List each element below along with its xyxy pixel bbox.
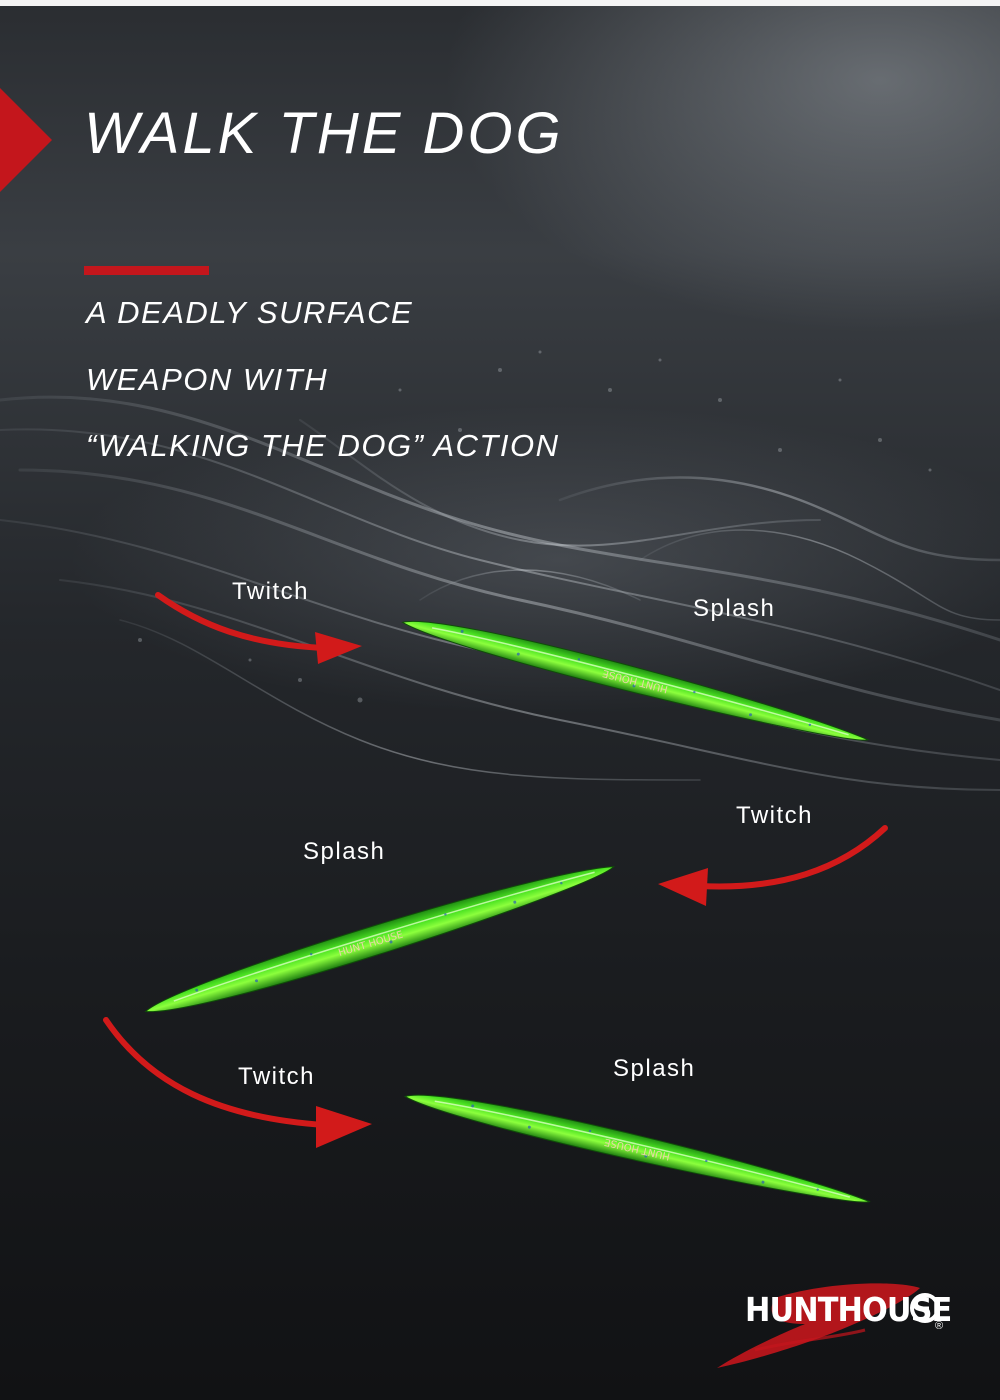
soft-lure: HUNT HOUSE (144, 866, 616, 1013)
twitch-label: Twitch (736, 802, 814, 829)
subtitle-line-3: “WALKING THE DOG” ACTION (86, 428, 560, 463)
splash-label: Splash (693, 595, 776, 622)
brush-stroke-icon (717, 1283, 940, 1368)
curved-arrow-icon (103, 1017, 372, 1148)
splash-label: Splash (303, 838, 386, 865)
twitch-label: Twitch (232, 578, 310, 605)
page-title: WALK THE DOG (84, 101, 564, 166)
twitch-label: Twitch (238, 1063, 316, 1090)
triangle-marker-icon (0, 88, 52, 192)
top-border (0, 0, 1000, 6)
soft-lure: HUNT HOUSE (401, 620, 870, 741)
registered-mark: ® (935, 1320, 944, 1332)
brand-name: HUNTHOUSE (745, 1290, 952, 1329)
brand-logo: HUNTHOUSE ® (715, 1280, 955, 1370)
splash-label: Splash (613, 1055, 696, 1082)
subtitle-line-2: WEAPON WITH (86, 362, 329, 397)
subtitle-line-1: A DEADLY SURFACE (86, 295, 414, 330)
soft-lure: HUNT HOUSE (403, 1094, 871, 1203)
title-divider (84, 266, 209, 275)
curved-arrow-icon (658, 825, 888, 906)
curved-arrow-icon (155, 592, 362, 664)
